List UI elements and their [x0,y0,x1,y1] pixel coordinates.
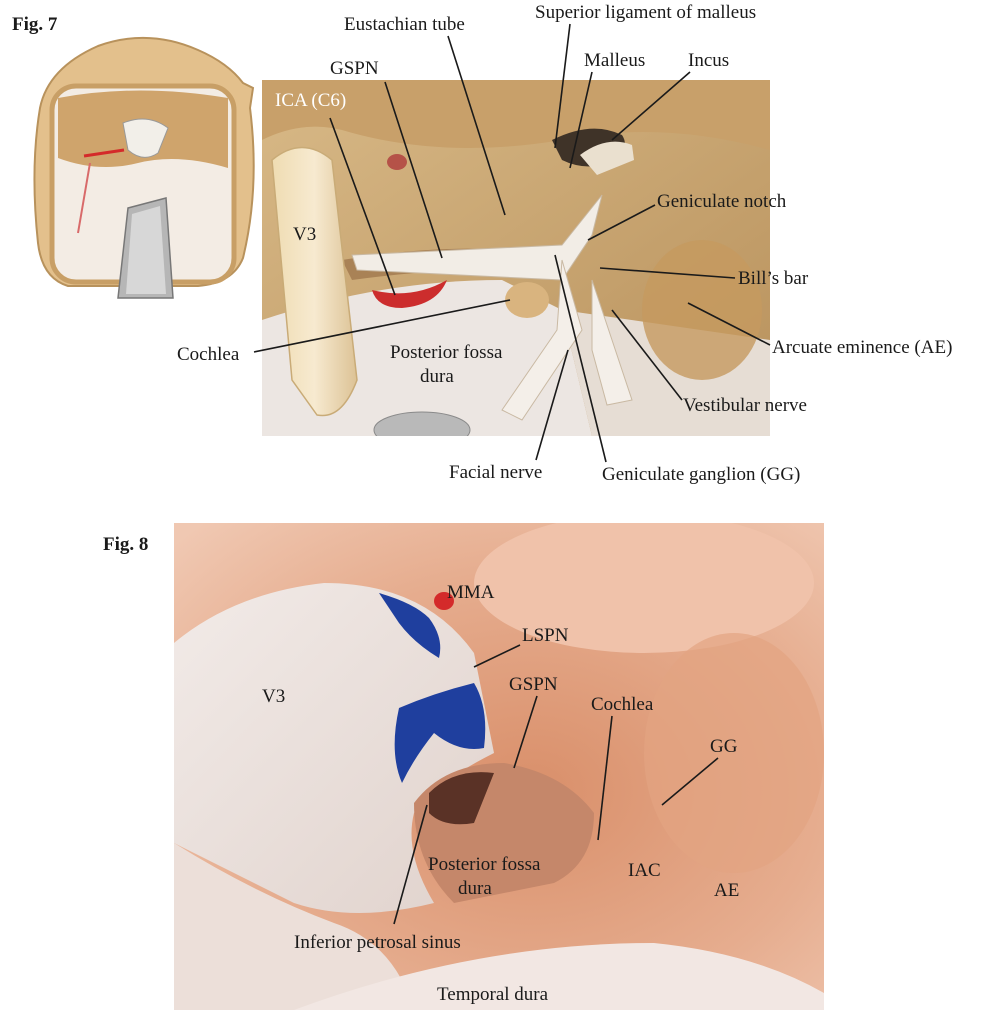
leader-facial-nerve [535,349,569,461]
leader-geniculate-ganglion [554,254,607,463]
leader-cochlea [253,299,511,353]
fig7-label-layer: Eustachian tube Superior ligament of mal… [177,2,952,485]
label-mma: MMA [447,582,495,603]
label-facial-nerve: Facial nerve [449,462,542,483]
label-ae: AE [714,880,739,901]
fig8-dissection-photo [174,523,824,1010]
label-gg: GG [710,736,738,757]
leader-malleus [569,71,593,169]
leader-arcuate-eminence [687,302,771,346]
leader-superior-ligament [554,23,571,149]
leader-lspn [473,644,521,668]
fig7-title: Fig. 7 [12,14,58,35]
leader-ica [329,117,396,296]
label-lspn: LSPN [522,625,569,646]
leader-gg [661,757,719,806]
leader-gspn [384,81,443,259]
label-temporal-dura: Temporal dura [437,984,549,1005]
leader-gspn-fig8 [513,695,538,769]
label-bills-bar: Bill’s bar [738,268,809,289]
label-inferior-petrosal-sinus: Inferior petrosal sinus [294,932,461,953]
fig7-inset-illustration [28,28,260,300]
leader-incus [611,71,691,141]
label-superior-ligament: Superior ligament of malleus [535,2,756,23]
label-v3: V3 [293,224,316,245]
label-posterior-fossa-dura: dura [420,366,454,387]
leader-bills-bar [599,267,736,279]
label-iac: IAC [628,860,661,881]
leader-eustachian-tube [447,35,506,216]
label-geniculate-ganglion: Geniculate ganglion (GG) [602,464,800,485]
label-ica: ICA (C6) [275,90,346,111]
leader-inferior-petrosal-sinus [393,804,428,925]
label-gspn-fig8: GSPN [509,674,558,695]
fig7-anatomy-illustration [262,80,770,436]
label-geniculate-notch: Geniculate notch [657,191,787,212]
label-eustachian-tube: Eustachian tube [344,14,465,35]
label-arcuate-eminence: Arcuate eminence (AE) [772,337,952,358]
leader-geniculate-notch [587,204,656,241]
fig8-title: Fig. 8 [103,534,149,555]
label-gspn: GSPN [330,58,379,79]
label-posterior-fossa-dura-fig8: dura [458,878,492,899]
label-malleus: Malleus [584,50,645,71]
label-v3-fig8: V3 [262,686,285,707]
label-cochlea-fig8: Cochlea [591,694,654,715]
label-posterior-fossa-fig8: Posterior fossa [428,854,541,875]
label-incus: Incus [688,50,729,71]
leader-vestibular-nerve [611,309,683,401]
fig8-label-layer: MMA LSPN GSPN V3 Cochlea GG Posterior fo… [262,582,739,1005]
label-cochlea: Cochlea [177,344,240,365]
label-posterior-fossa: Posterior fossa [390,342,503,363]
label-vestibular-nerve: Vestibular nerve [683,395,807,416]
leader-cochlea-fig8 [597,715,613,841]
